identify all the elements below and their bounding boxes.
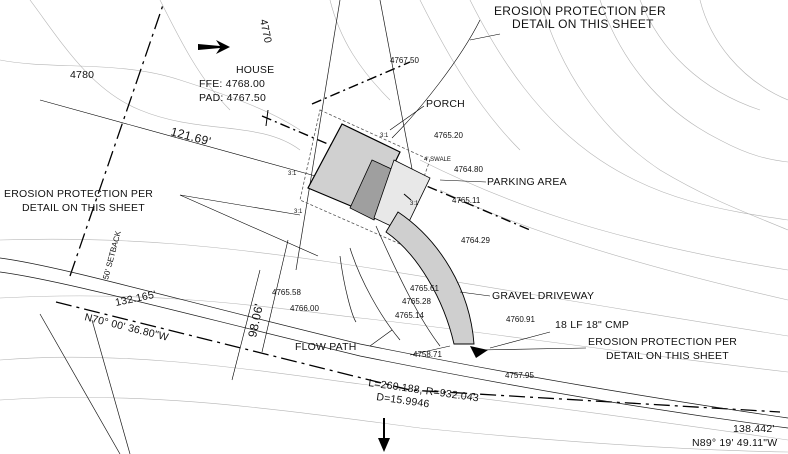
dimension-121-69: 121.69'	[169, 124, 212, 148]
spot-elev-4765-61: 4765.61	[410, 284, 439, 293]
porch-label: PORCH	[426, 98, 465, 110]
erosion-note-top-line1: EROSION PROTECTION PER	[494, 4, 666, 18]
contour-label-4780: 4780	[70, 69, 94, 81]
spot-elev-4757-95: 4757.95	[505, 371, 534, 380]
spot-elev-4760-91: 4760.91	[506, 315, 535, 324]
slope-label-3: 3:1	[294, 209, 303, 215]
spot-elev-4765-28: 4765.28	[402, 297, 431, 306]
parking-label: PARKING AREA	[487, 176, 567, 188]
flow-path-label: FLOW PATH	[295, 341, 357, 353]
spot-elev-4764-80: 4764.80	[454, 165, 483, 174]
spot-elev-4765-20: 4765.20	[434, 131, 463, 140]
slope-label-2: 3:1	[380, 133, 389, 139]
arrows	[198, 40, 488, 452]
house-label: HOUSE	[236, 64, 274, 76]
spot-elev-4764-29: 4764.29	[461, 236, 490, 245]
spot-elev-4767-50: 4767.50	[390, 56, 419, 65]
spot-elev-4766-00: 4766.00	[290, 304, 319, 313]
bearing-right: N89° 19' 49.11"W	[692, 437, 777, 449]
pad-label: PAD: 4767.50	[199, 92, 266, 104]
slope-label-1: 3:1	[288, 171, 297, 177]
label-leaders	[179, 19, 587, 356]
contour-label-4770: 4770	[257, 18, 274, 44]
spot-elev-4765-58: 4765.58	[272, 288, 301, 297]
erosion-note-left-line2: DETAIL ON THIS SHEET	[22, 202, 145, 214]
dimension-98-06: 98.06'	[245, 302, 266, 338]
slope-label-4: 3:1	[410, 201, 419, 207]
erosion-note-left-line1: EROSION PROTECTION PER	[4, 188, 153, 200]
erosion-note-right-line1: EROSION PROTECTION PER	[588, 336, 737, 348]
cmp-label: 18 LF 18" CMP	[555, 319, 629, 331]
swale-label: 4' SWALE	[424, 157, 451, 163]
spot-elev-4765-11: 4765.11	[452, 196, 481, 205]
gravel-driveway-label: GRAVEL DRIVEWAY	[492, 290, 594, 302]
driveway	[339, 159, 475, 347]
erosion-note-right-line2: DETAIL ON THIS SHEET	[606, 350, 729, 362]
house-footprint	[299, 109, 431, 245]
bearing-right-distance: 138.442'	[733, 423, 775, 435]
spot-elev-4765-14: 4765.14	[395, 311, 424, 320]
bearing-left: N70° 00' 36.80"W	[83, 311, 169, 343]
setback-label: 50' SETBACK	[101, 229, 123, 280]
ffe-label: FFE: 4768.00	[199, 78, 265, 90]
erosion-note-top-line2: DETAIL ON THIS SHEET	[512, 17, 654, 31]
bearing-left-distance: 132.165'	[114, 289, 157, 309]
spot-elev-4758-71: 4758.71	[413, 350, 442, 359]
